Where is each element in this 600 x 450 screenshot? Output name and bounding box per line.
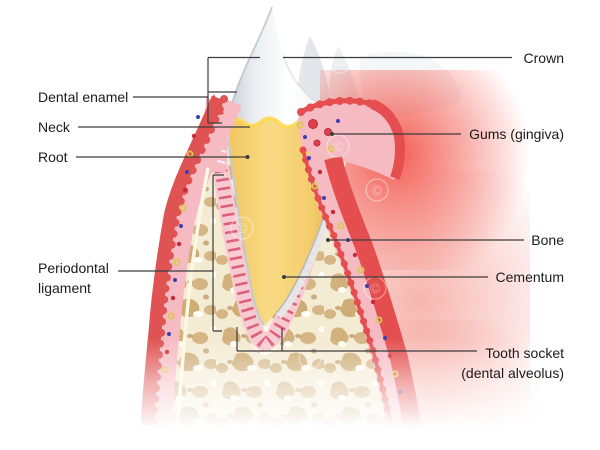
svg-text:©: © xyxy=(333,138,344,154)
label-root: Root xyxy=(38,149,68,165)
label-periodontal-ligament: Periodontal ligament xyxy=(38,260,109,296)
svg-text:©: © xyxy=(372,182,383,198)
svg-text:©: © xyxy=(370,280,381,296)
label-crown: Crown xyxy=(523,50,564,66)
label-bone: Bone xyxy=(531,232,564,248)
label-tooth-socket: Tooth socket (dental alveolus) xyxy=(461,345,564,381)
copyright-watermark: © © © © © © xyxy=(230,50,389,370)
label-cementum: Cementum xyxy=(495,269,564,285)
label-gums-gingiva: Gums (gingiva) xyxy=(469,126,564,142)
label-neck: Neck xyxy=(38,119,70,135)
svg-text:©: © xyxy=(237,220,248,236)
leader-lines xyxy=(76,56,524,352)
bottom-fade xyxy=(0,330,600,450)
svg-text:©: © xyxy=(335,54,346,70)
svg-text:©: © xyxy=(305,350,316,366)
label-dental-enamel: Dental enamel xyxy=(38,89,129,105)
